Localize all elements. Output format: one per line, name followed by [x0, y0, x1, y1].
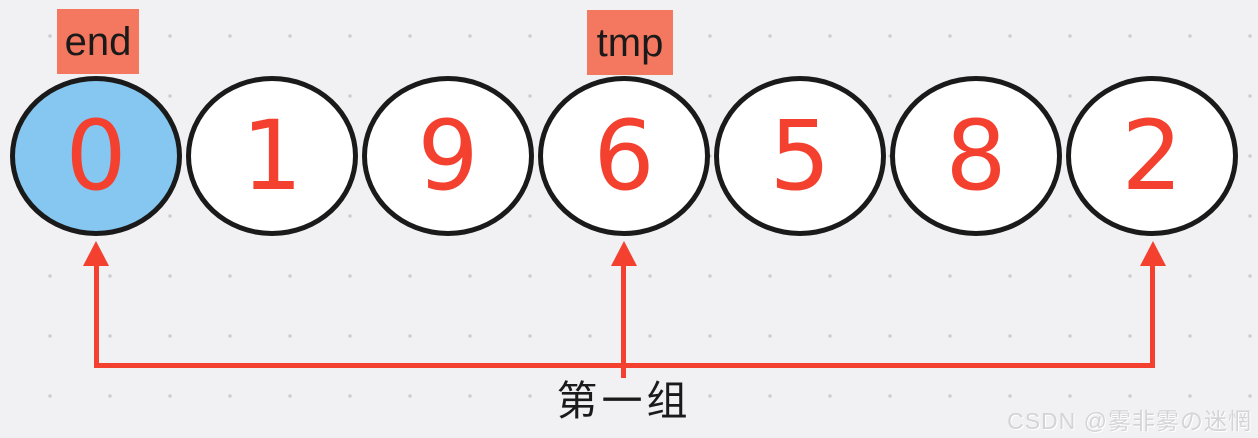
- pointer-label-end-text: end: [64, 19, 132, 64]
- node-circle-0: 0: [10, 76, 182, 236]
- node-circle-5: 8: [890, 76, 1062, 236]
- node-circle-6: 2: [1066, 76, 1238, 236]
- arrow-up-icon: [1140, 241, 1166, 266]
- node-value: 9: [417, 100, 479, 212]
- node-value: 0: [65, 100, 127, 212]
- node-value: 2: [1121, 100, 1183, 212]
- group-caption: 第一组: [556, 378, 692, 424]
- arrow-up-icon: [611, 241, 637, 266]
- arrow-stem-middle: [621, 263, 626, 378]
- node-circle-4: 5: [714, 76, 886, 236]
- node-value: 1: [241, 100, 303, 212]
- node-circle-3: 6: [538, 76, 710, 236]
- node-circle-2: 9: [362, 76, 534, 236]
- arrow-stem-left: [94, 263, 99, 368]
- node-value: 8: [945, 100, 1007, 212]
- node-value: 5: [769, 100, 831, 212]
- arrow-up-icon: [83, 241, 109, 266]
- pointer-label-tmp: tmp: [587, 10, 673, 75]
- pointer-label-tmp-text: tmp: [596, 20, 664, 65]
- watermark-text: CSDN @雾非雾の迷惘: [1007, 408, 1252, 434]
- arrow-stem-right: [1150, 263, 1155, 368]
- node-value: 6: [593, 100, 655, 212]
- pointer-label-end: end: [57, 9, 139, 74]
- node-circle-1: 1: [186, 76, 358, 236]
